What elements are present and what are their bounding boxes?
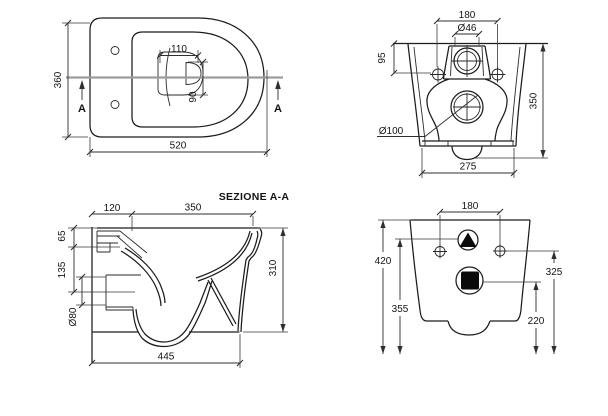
top-view: A A 360 110 90 520	[53, 17, 283, 157]
section-rim-inner-curves	[195, 230, 253, 282]
front-view: 180 Ø46 95 350 Ø100 275	[377, 10, 548, 178]
rear-view-dim-ticks	[436, 208, 504, 216]
section-title: SEZIONE A-A	[219, 191, 290, 203]
section-bowl-front-strut	[207, 277, 237, 327]
top-view-fix-hole-bottom	[110, 100, 120, 109]
front-view-bottom-band-ticks	[424, 141, 514, 146]
top-view-extension-lines	[62, 22, 268, 157]
dim-outlet-diameter-100: Ø100	[379, 126, 404, 137]
top-view-dim-ticks	[64, 19, 271, 156]
front-view-dim-ticks	[390, 17, 518, 177]
front-view-extension-lines	[394, 24, 548, 178]
section-inlet-spud	[96, 230, 148, 259]
section-bowl-cavity	[132, 280, 213, 348]
top-view-inner-rim	[131, 31, 249, 128]
dim-top-height-420: 420	[375, 256, 392, 267]
dim-overall-depth-445: 445	[158, 352, 175, 363]
dim-inlet-diameter-46: Ø46	[458, 23, 477, 34]
dim-bowl-width-110: 110	[171, 44, 187, 55]
dim-outlet-axis-220: 220	[528, 316, 545, 327]
top-view-water-area	[157, 51, 204, 96]
section-dimension-lines	[73, 213, 284, 364]
outlet-leader-line	[377, 94, 479, 137]
dim-bowl-depth-90: 90	[188, 91, 199, 103]
dim-bolt-spacing-180: 180	[459, 10, 476, 21]
dim-top-to-inlet-65: 65	[57, 230, 68, 242]
outlet-marker-circle	[455, 266, 484, 295]
section-flush-channel	[120, 247, 166, 307]
top-view-water-d-shape	[185, 62, 202, 85]
section-view: SEZIONE A-A 120 350 65 135 Ø80 310 445	[57, 191, 289, 368]
water-inlet-marker-circle	[457, 229, 479, 251]
section-extension-lines	[68, 216, 288, 368]
section-front-outer-wall	[237, 228, 263, 333]
front-bolt-crosses	[430, 66, 506, 83]
dim-inlet-axis-355: 355	[392, 304, 409, 315]
section-marker-left: A	[78, 103, 86, 115]
section-arrow-heads	[79, 80, 281, 89]
front-view-vase-curves	[426, 78, 508, 142]
rear-view-extension-lines	[378, 215, 559, 283]
dim-rear-bolt-spacing-180: 180	[462, 201, 479, 212]
dim-bolt-axis-325: 325	[546, 267, 563, 278]
section-dim-ticks	[70, 210, 257, 367]
dim-base-width-275: 275	[460, 162, 477, 173]
section-outlet-spud	[105, 274, 141, 311]
inlet-pipe-cross	[451, 45, 483, 77]
outlet-marker-square	[461, 271, 479, 290]
dim-width-520: 520	[170, 141, 187, 152]
dim-body-height-310: 310	[268, 259, 279, 276]
inlet-housing-inner-lines	[450, 46, 484, 77]
dim-inlet-to-outlet-135: 135	[57, 261, 68, 278]
dim-wall-to-inlet-120: 120	[104, 203, 121, 214]
dim-outlet-diameter-80: Ø80	[68, 307, 79, 326]
rear-view-body	[409, 219, 531, 336]
outlet-pipe-cross	[453, 93, 481, 121]
outlet-pipe-outer	[450, 90, 484, 124]
dim-inlet-drop-95: 95	[377, 52, 388, 64]
front-view-dimension-lines	[393, 20, 544, 174]
section-marker-right: A	[274, 103, 282, 115]
dim-height-350: 350	[529, 92, 540, 109]
dim-inlet-to-front-350: 350	[185, 203, 202, 214]
front-view-trap-u	[451, 145, 483, 161]
top-view-dimension-lines	[67, 23, 267, 153]
section-arrow-stems	[81, 82, 279, 100]
rear-bolt-crosses	[433, 244, 507, 259]
front-view-bottom-edges	[420, 140, 516, 147]
water-inlet-marker-triangle	[459, 232, 477, 247]
rear-view: 180 420 355 325 220	[375, 201, 563, 354]
front-view-inner-walls	[413, 46, 521, 142]
dim-depth-360: 360	[53, 71, 64, 88]
top-view-fix-hole-top	[110, 46, 120, 55]
front-view-sides	[407, 43, 527, 147]
